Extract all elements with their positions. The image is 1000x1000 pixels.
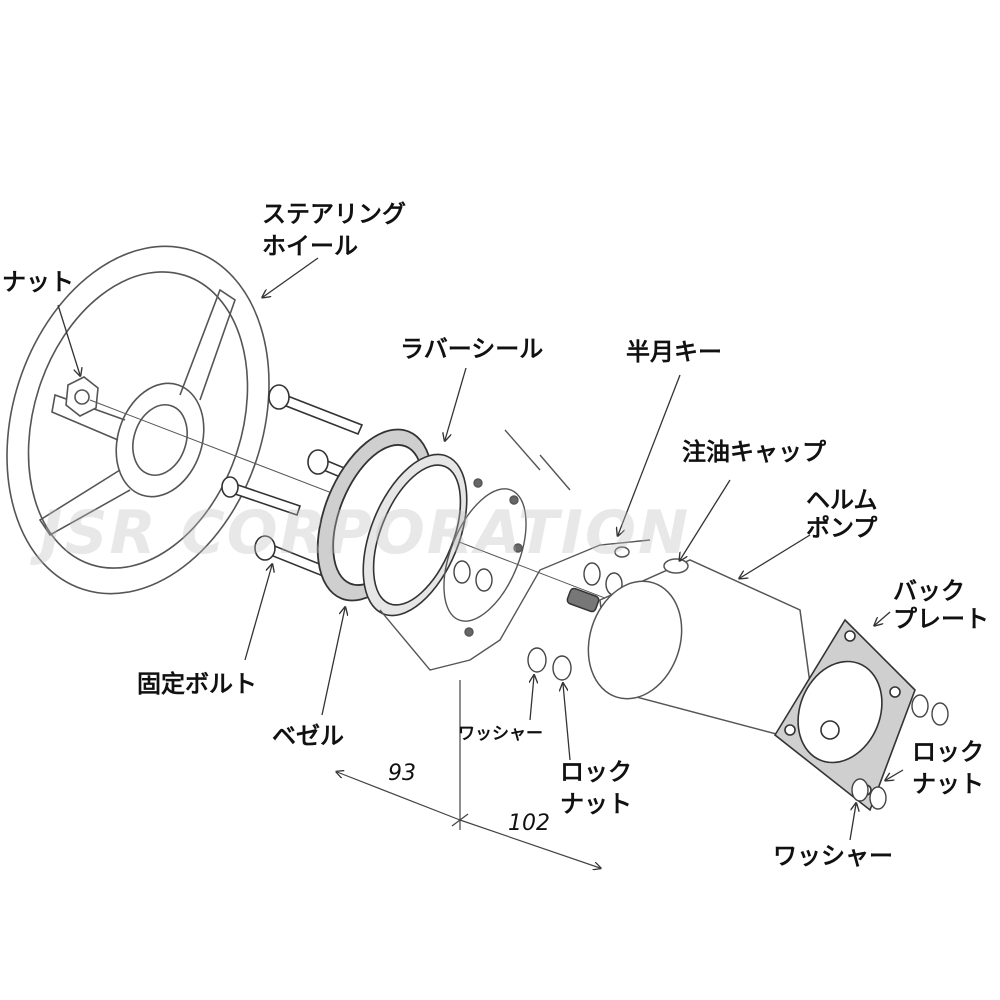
label-lock-nut-right-line2: ナット	[912, 770, 984, 798]
label-lock-nut-right-line1: ロック	[912, 738, 984, 766]
label-helm-pump-line2: ポンプ	[806, 514, 878, 542]
label-lock-nut-center-line2: ナット	[560, 790, 632, 818]
label-fixing-bolt: 固定ボルト	[137, 670, 257, 698]
wheel-nut	[65, 376, 99, 417]
label-helm-pump-line1: ヘルム	[806, 486, 878, 514]
label-back-plate-line1: バック	[893, 577, 965, 605]
dimension-93: 93	[388, 761, 416, 786]
leader-lines	[57, 257, 904, 841]
center-washer-locknut	[527, 647, 572, 681]
label-washer-center: ワッシャー	[458, 724, 543, 744]
dimension-lines	[337, 680, 600, 868]
label-steering-wheel-line2: ホイール	[262, 232, 358, 260]
steering-wheel	[6, 245, 270, 595]
label-rubber-seal: ラバーシール	[400, 335, 544, 363]
half-moon-key	[566, 587, 600, 613]
label-half-moon-key: 半月キー	[626, 338, 722, 366]
watermark: JSR CORPORATION	[40, 498, 691, 568]
label-lock-nut-center-line1: ロック	[560, 758, 632, 786]
label-washer-right: ワッシャー	[773, 842, 893, 870]
label-oil-cap: 注油キャップ	[682, 438, 826, 466]
label-bezel: ベゼル	[272, 722, 344, 750]
label-back-plate-line2: プレート	[893, 605, 989, 633]
back-plate-nuts	[851, 694, 949, 810]
dashboard-panel	[379, 429, 651, 671]
bolt-1	[268, 384, 364, 436]
helm-pump	[566, 546, 816, 736]
label-nut: ナット	[2, 268, 74, 296]
rubber-seal	[362, 453, 468, 617]
dimension-102: 102	[508, 811, 550, 836]
back-plate	[773, 618, 916, 812]
label-steering-wheel-line1: ステアリング	[262, 200, 406, 228]
bolt-3	[221, 476, 302, 517]
